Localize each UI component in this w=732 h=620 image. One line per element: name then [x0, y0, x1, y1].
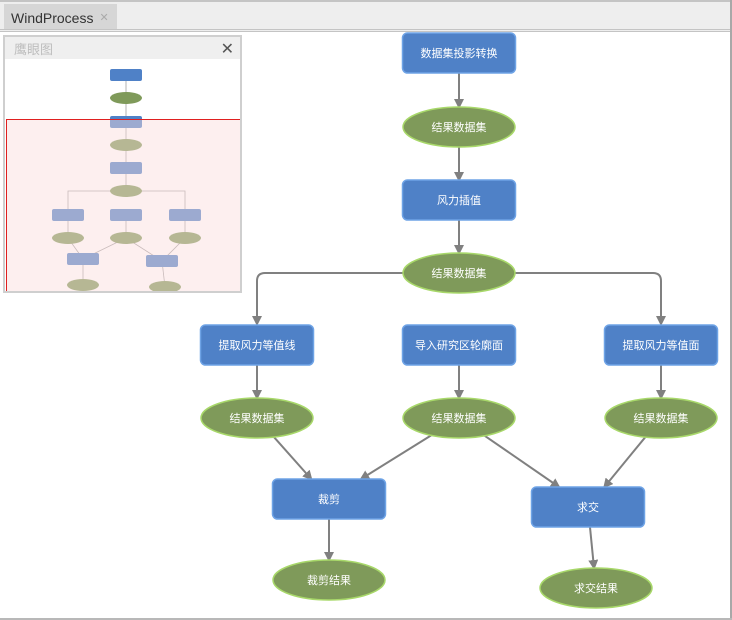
edge-result4-intersect	[484, 434, 561, 489]
node-shape	[401, 179, 517, 221]
overview-node	[149, 281, 181, 291]
process-node-boundary[interactable]: 导入研究区轮廓面	[401, 324, 517, 366]
node-shape	[401, 324, 517, 366]
process-node-isoline[interactable]: 提取风力等值线	[199, 324, 315, 366]
node-shape	[200, 397, 314, 439]
node-label: 结果数据集	[432, 266, 487, 280]
overview-node	[110, 232, 142, 244]
process-node-clip[interactable]: 裁剪	[271, 478, 387, 520]
node-shape	[199, 324, 315, 366]
close-icon[interactable]: ✕	[99, 11, 109, 24]
data-node-result1[interactable]: 结果数据集	[402, 106, 516, 148]
process-node-interp[interactable]: 风力插值	[401, 179, 517, 221]
overview-node	[110, 162, 142, 174]
overview-header: 鹰眼图 ✕	[5, 37, 240, 59]
node-shape	[603, 324, 719, 366]
node-label: 结果数据集	[432, 411, 487, 425]
data-node-intersect_result[interactable]: 求交结果	[539, 567, 653, 609]
node-label: 提取风力等值线	[219, 338, 296, 352]
node-label: 结果数据集	[634, 411, 689, 425]
data-node-result3[interactable]: 结果数据集	[200, 397, 314, 439]
overview-node	[110, 69, 142, 81]
node-shape	[271, 478, 387, 520]
overview-node	[110, 185, 142, 197]
node-shape	[402, 106, 516, 148]
node-shape	[402, 397, 516, 439]
node-shape	[604, 397, 718, 439]
node-shape	[401, 32, 517, 74]
close-x-icon[interactable]: ✕	[220, 38, 234, 58]
process-node-intersect[interactable]: 求交	[530, 486, 646, 528]
process-node-reproject[interactable]: 数据集投影转换	[401, 32, 517, 74]
edge-result2-isoline	[252, 272, 403, 326]
node-label: 导入研究区轮廓面	[415, 338, 503, 352]
node-label: 裁剪结果	[307, 573, 351, 587]
edge-result5-intersect	[603, 436, 647, 489]
edge-result4-clip	[359, 434, 432, 481]
node-label: 数据集投影转换	[421, 46, 498, 60]
overview-body[interactable]	[5, 59, 240, 291]
window-border-bottom	[0, 618, 732, 620]
node-shape	[272, 559, 386, 601]
node-label: 结果数据集	[230, 411, 285, 425]
edge-intersect-intersect_result	[588, 526, 599, 571]
process-node-isoregion[interactable]: 提取风力等值面	[603, 324, 719, 366]
overview-node	[110, 209, 142, 221]
data-node-result5[interactable]: 结果数据集	[604, 397, 718, 439]
node-label: 提取风力等值面	[623, 338, 700, 352]
overview-panel: 鹰眼图 ✕	[3, 35, 242, 293]
node-label: 求交结果	[574, 581, 618, 595]
overview-edge	[126, 190, 186, 215]
overview-node	[67, 279, 99, 291]
overview-title: 鹰眼图	[14, 42, 54, 58]
overview-node	[169, 232, 201, 244]
tab-label: WindProcess	[11, 9, 94, 26]
overview-node	[146, 255, 178, 267]
overview-node	[110, 92, 142, 104]
flow-canvas[interactable]: 数据集投影转换结果数据集风力插值结果数据集提取风力等值线导入研究区轮廓面提取风力…	[0, 32, 730, 618]
data-node-result4[interactable]: 结果数据集	[402, 397, 516, 439]
tab-windprocess[interactable]: WindProcess ✕	[4, 4, 117, 31]
node-shape	[539, 567, 653, 609]
overview-edge	[67, 190, 126, 215]
overview-node	[169, 209, 201, 221]
edge-result2-isoregion	[515, 272, 666, 326]
node-label: 结果数据集	[432, 120, 487, 134]
edge-result3-clip	[273, 436, 313, 481]
node-shape	[530, 486, 646, 528]
node-label: 裁剪	[318, 492, 340, 506]
overview-node	[67, 253, 99, 265]
data-node-clip_result[interactable]: 裁剪结果	[272, 559, 386, 601]
window-border	[730, 0, 732, 620]
node-label: 求交	[577, 500, 599, 514]
overview-viewport[interactable]	[6, 119, 240, 291]
tab-bar: WindProcess ✕	[0, 0, 732, 31]
tab-divider	[0, 29, 732, 32]
node-shape	[402, 252, 516, 294]
overview-node	[52, 209, 84, 221]
data-node-result2[interactable]: 结果数据集	[402, 252, 516, 294]
overview-node	[52, 232, 84, 244]
flow-diagram: 数据集投影转换结果数据集风力插值结果数据集提取风力等值线导入研究区轮廓面提取风力…	[199, 32, 719, 609]
node-label: 风力插值	[437, 193, 481, 207]
overview-node	[110, 139, 142, 151]
